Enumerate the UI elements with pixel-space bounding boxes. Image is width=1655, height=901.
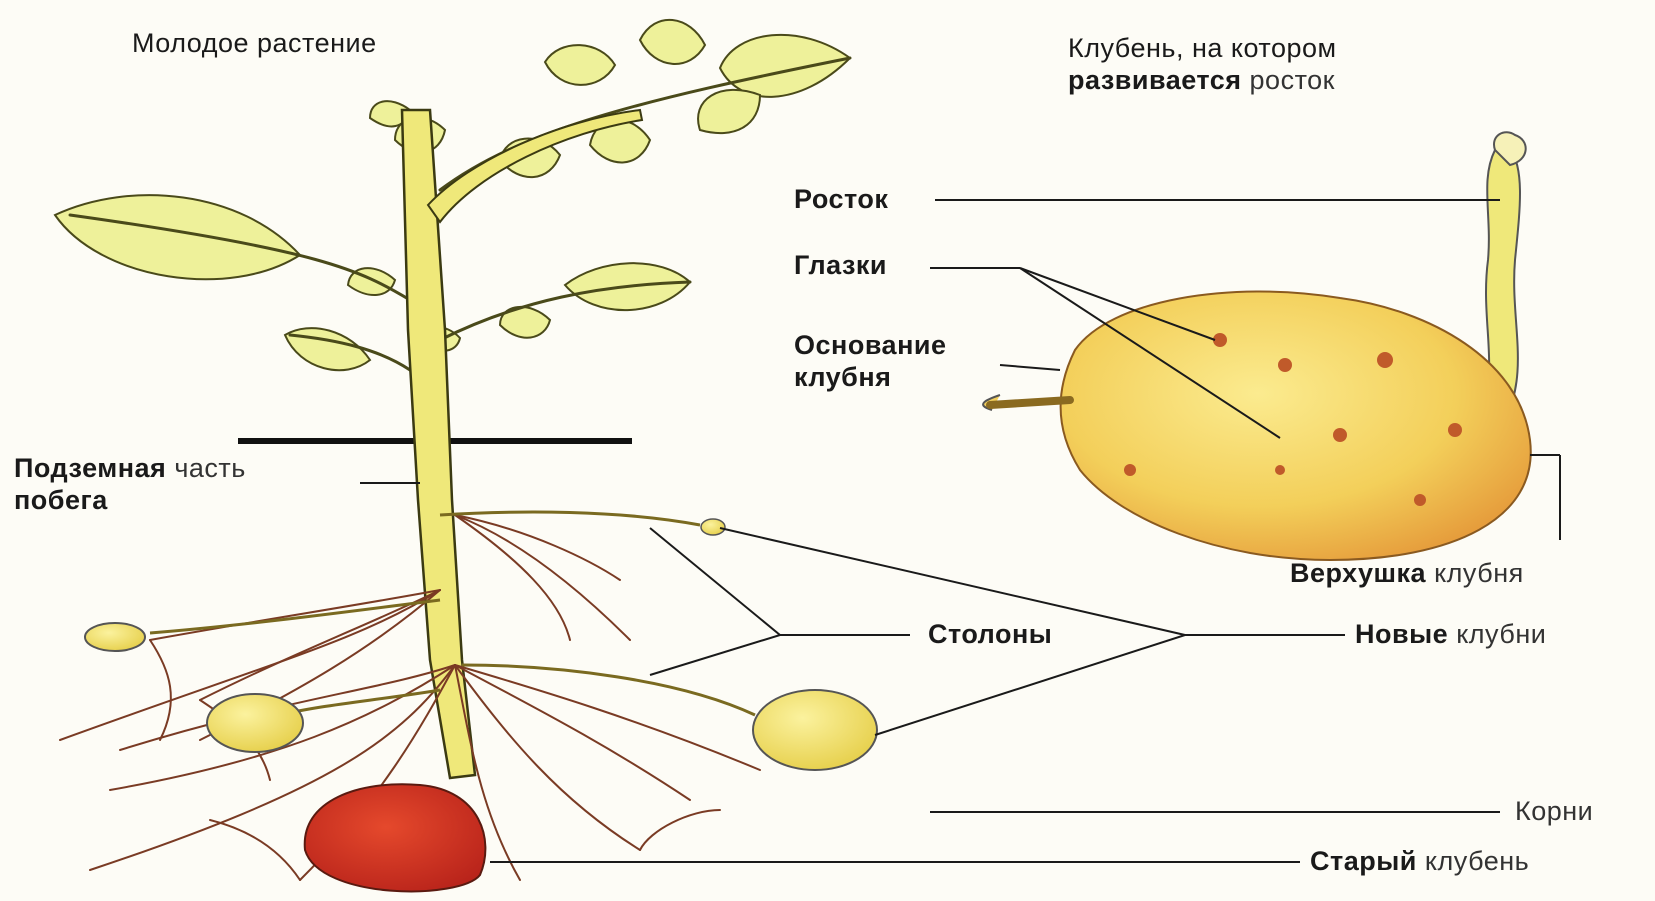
sprouting-tuber [983, 132, 1531, 560]
label-roots: Корни [1515, 796, 1593, 828]
old-tuber [305, 784, 486, 891]
label-underground-part: Подземная часть побега [14, 453, 246, 517]
leaf [640, 20, 705, 64]
label-sprouting-tuber-bold: развивается [1068, 65, 1242, 95]
label-sprouting-tuber-rest: росток [1250, 65, 1335, 95]
label-new-tubers: Новые клубни [1355, 619, 1546, 651]
new-tuber [701, 519, 725, 535]
label-tuber-top-bold: Верхушка [1290, 558, 1426, 588]
label-eyes: Глазки [794, 250, 887, 282]
label-old-tuber: Старый клубень [1310, 846, 1529, 878]
new-tuber [207, 694, 303, 752]
label-underground-part-line2: побега [14, 485, 108, 515]
label-tuber-base-line2: клубня [794, 362, 891, 392]
label-sprout: Росток [794, 184, 888, 216]
label-stolons: Столоны [928, 619, 1052, 651]
leaf [720, 35, 850, 97]
label-sprouting-tuber-line1: Клубень, на котором [1068, 33, 1337, 65]
leaf [545, 45, 615, 85]
label-old-tuber-bold: Старый [1310, 846, 1417, 876]
label-underground-part-rest: часть [174, 453, 246, 483]
new-tuber [753, 690, 877, 770]
leaf [698, 90, 760, 133]
label-young-plant: Молодое растение [132, 28, 377, 60]
label-tuber-base: Основание клубня [794, 330, 947, 394]
label-sprouting-tuber: Клубень, на котором развивается росток [1068, 33, 1337, 97]
label-new-tubers-bold: Новые [1355, 619, 1448, 649]
label-old-tuber-rest: клубень [1425, 846, 1529, 876]
label-underground-part-bold: Подземная [14, 453, 166, 483]
label-new-tubers-rest: клубни [1456, 619, 1546, 649]
label-tuber-top: Верхушка клубня [1290, 558, 1524, 590]
new-tuber [85, 623, 145, 651]
leaf [55, 195, 300, 279]
label-tuber-base-line1: Основание [794, 330, 947, 360]
label-tuber-top-rest: клубня [1434, 558, 1524, 588]
